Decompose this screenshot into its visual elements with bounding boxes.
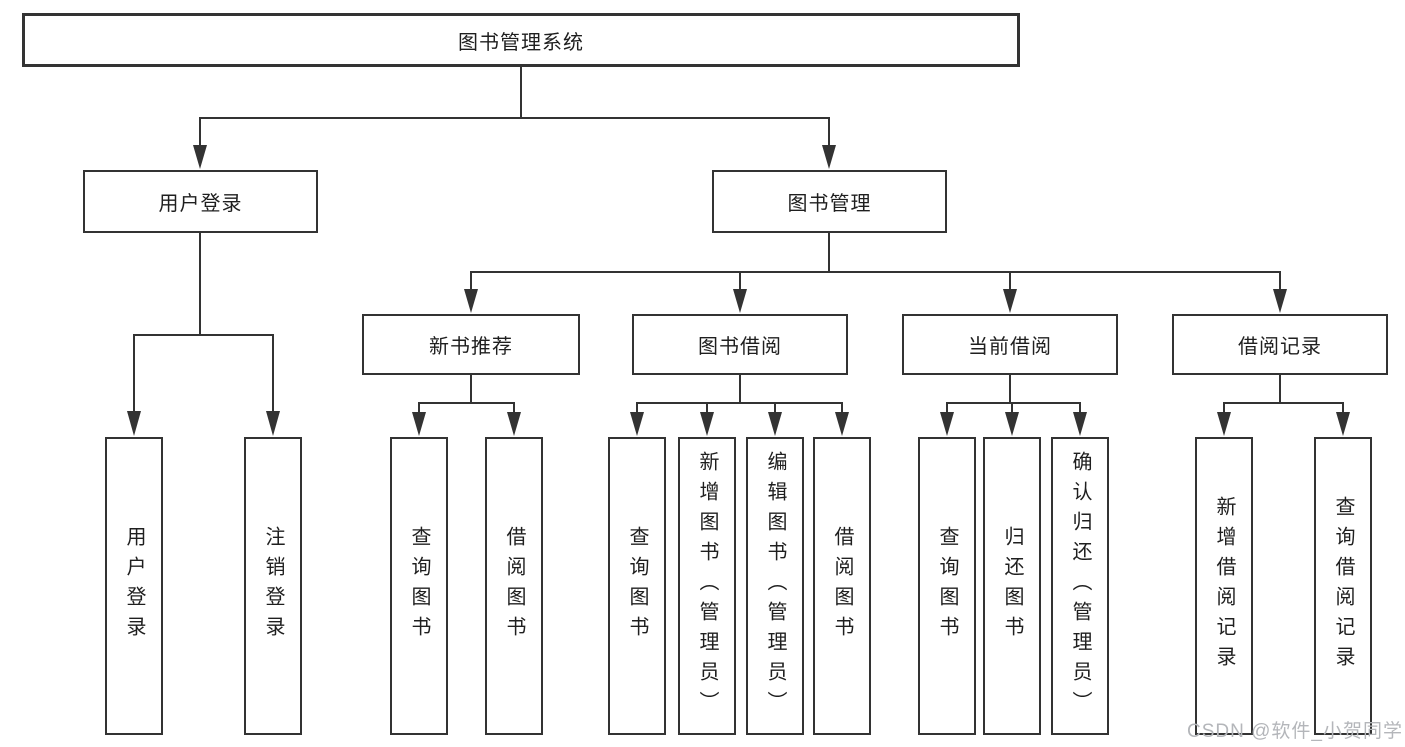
- leaf-add-book-admin-label: 新增图书（管理员）: [696, 451, 718, 721]
- node-book-borrow-label: 图书借阅: [698, 336, 782, 358]
- edges-book-management: [464, 232, 1287, 313]
- leaf-recommend-query-books: 查询图书: [390, 437, 448, 735]
- node-root: 图书管理系统: [22, 13, 1020, 67]
- node-borrow-records: 借阅记录: [1172, 314, 1388, 375]
- leaf-current-query-books-label: 查询图书: [936, 526, 958, 646]
- leaf-borrow-query-books-label: 查询图书: [626, 526, 648, 646]
- edges-new-book-recommend: [412, 374, 521, 436]
- leaf-borrow-borrow-books-label: 借阅图书: [831, 526, 853, 646]
- leaf-add-book-admin: 新增图书（管理员）: [678, 437, 736, 735]
- leaf-return-books-label: 归还图书: [1001, 526, 1023, 646]
- edges-user-login: [127, 232, 280, 436]
- leaf-logout: 注销登录: [244, 437, 302, 735]
- leaf-confirm-return-admin: 确认归还（管理员）: [1051, 437, 1109, 735]
- leaf-query-borrow-record-label: 查询借阅记录: [1332, 496, 1354, 676]
- leaf-confirm-return-admin-label: 确认归还（管理员）: [1069, 451, 1091, 721]
- node-root-label: 图书管理系统: [458, 31, 584, 54]
- leaf-add-borrow-record: 新增借阅记录: [1195, 437, 1253, 735]
- node-borrow-records-label: 借阅记录: [1238, 336, 1322, 358]
- leaf-add-borrow-record-label: 新增借阅记录: [1213, 496, 1235, 676]
- leaf-return-books: 归还图书: [983, 437, 1041, 735]
- leaf-edit-book-admin: 编辑图书（管理员）: [746, 437, 804, 735]
- node-new-book-recommend: 新书推荐: [362, 314, 580, 375]
- edges-root: [193, 66, 836, 169]
- leaf-user-login: 用户登录: [105, 437, 163, 735]
- edges-book-borrow: [630, 374, 849, 436]
- node-book-management: 图书管理: [712, 170, 947, 233]
- leaf-recommend-borrow-books: 借阅图书: [485, 437, 543, 735]
- leaf-user-login-label: 用户登录: [123, 526, 145, 646]
- node-new-book-recommend-label: 新书推荐: [429, 336, 513, 358]
- leaf-recommend-borrow-books-label: 借阅图书: [503, 526, 525, 646]
- edges-borrow-records: [1217, 374, 1350, 436]
- node-user-login-label: 用户登录: [158, 193, 243, 215]
- watermark-csdn: CSDN @软件_小贺同学: [1187, 721, 1403, 742]
- leaf-edit-book-admin-label: 编辑图书（管理员）: [764, 451, 786, 721]
- leaf-query-borrow-record: 查询借阅记录: [1314, 437, 1372, 735]
- node-current-borrow: 当前借阅: [902, 314, 1118, 375]
- leaf-borrow-borrow-books: 借阅图书: [813, 437, 871, 735]
- leaf-borrow-query-books: 查询图书: [608, 437, 666, 735]
- node-book-borrow: 图书借阅: [632, 314, 848, 375]
- leaf-recommend-query-books-label: 查询图书: [408, 526, 430, 646]
- leaf-logout-label: 注销登录: [262, 526, 284, 646]
- node-user-login: 用户登录: [83, 170, 318, 233]
- node-book-management-label: 图书管理: [787, 193, 872, 215]
- node-current-borrow-label: 当前借阅: [968, 336, 1052, 358]
- edges-current-borrow: [940, 374, 1087, 436]
- leaf-current-query-books: 查询图书: [918, 437, 976, 735]
